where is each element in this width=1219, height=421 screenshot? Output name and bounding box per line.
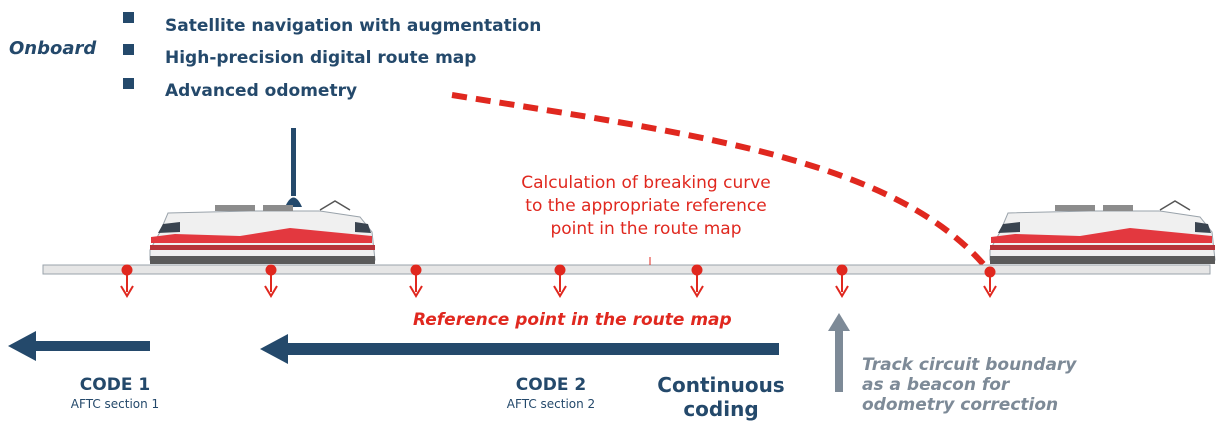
train-icon-right: [989, 200, 1216, 264]
arrow-up-icon: [828, 313, 850, 392]
onboard-item-route-map: High-precision digital route map: [165, 48, 477, 68]
reference-point-icon: [690, 264, 704, 298]
track-circuit-boundary-text: Track circuit boundary as a beacon for o…: [862, 355, 1076, 415]
braking-curve: [451, 92, 993, 274]
continuous-coding-line-1: Continuous: [657, 373, 785, 397]
onboard-label: Onboard: [9, 38, 97, 59]
continuous-coding-label: Continuous coding: [641, 373, 801, 421]
arrow-left-icon-code2: [260, 334, 779, 364]
bullet-square-icon: [123, 12, 134, 23]
arrow-left-icon-code1: [8, 331, 150, 361]
reference-point-icon: [835, 264, 849, 298]
braking-curve-calculation-text: Calculation of breaking curve to the app…: [496, 172, 796, 241]
track-circuit-line-3: odometry correction: [862, 395, 1059, 415]
onboard-item-satellite: Satellite navigation with augmentation: [165, 16, 542, 36]
code1-subtitle: AFTC section 1: [70, 397, 160, 411]
continuous-coding-line-2: coding: [683, 397, 759, 421]
calc-line-1: Calculation of breaking curve: [521, 173, 771, 193]
reference-point-icon: [983, 266, 997, 298]
onboard-item-odometry: Advanced odometry: [165, 81, 358, 101]
reference-point-label: Reference point in the route map: [413, 310, 732, 330]
reference-point-icon: [409, 264, 423, 298]
track-circuit-line-2: as a beacon for: [862, 375, 1010, 395]
code2-subtitle: AFTC section 2: [506, 397, 596, 411]
reference-point-icon: [553, 264, 567, 298]
rail: [42, 264, 1211, 275]
bullet-square-icon: [123, 78, 134, 89]
calc-line-3: point in the route map: [550, 219, 742, 239]
track-circuit-line-1: Track circuit boundary: [862, 355, 1077, 375]
antenna-icon: [285, 128, 302, 207]
reference-point-icon: [264, 264, 278, 298]
code1-title: CODE 1: [79, 375, 151, 395]
train-icon-left: [149, 200, 376, 264]
code2-title: CODE 2: [515, 375, 587, 395]
bullet-square-icon: [123, 44, 134, 55]
calc-line-2: to the appropriate reference: [525, 196, 767, 216]
reference-point-icon: [120, 264, 134, 298]
